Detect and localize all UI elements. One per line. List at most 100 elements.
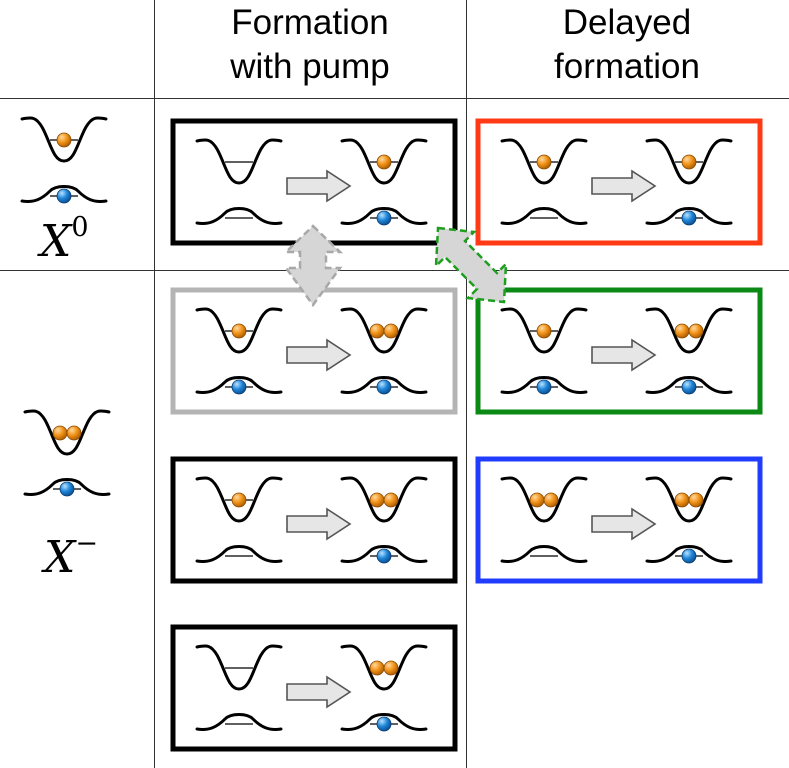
conduction-band-curve bbox=[500, 138, 588, 185]
electron-dot bbox=[231, 492, 247, 508]
conduction-band-curve bbox=[645, 138, 733, 185]
conduction-band-curve bbox=[195, 644, 283, 691]
electron-dot bbox=[674, 323, 690, 339]
right-arrow-icon bbox=[286, 675, 352, 709]
band-before-icon bbox=[500, 307, 588, 395]
hole-dot bbox=[56, 188, 72, 204]
electron-dot bbox=[674, 492, 690, 508]
right-arrow-icon bbox=[286, 507, 352, 541]
hole-dot bbox=[681, 548, 697, 564]
valence-band-curve bbox=[195, 376, 283, 394]
conduction-band-curve bbox=[645, 476, 733, 523]
right-arrow-icon bbox=[591, 507, 657, 541]
valence-band-curve bbox=[340, 376, 428, 394]
hole-dot bbox=[681, 210, 697, 226]
valence-band-curve bbox=[645, 545, 733, 563]
electron-dot bbox=[688, 323, 704, 339]
conduction-band-curve bbox=[195, 476, 283, 523]
valence-band-curve bbox=[195, 545, 283, 563]
hole-dot bbox=[59, 481, 75, 497]
label-xm-base: X bbox=[41, 532, 77, 583]
row-label-charged-exciton: X− bbox=[23, 409, 111, 583]
hole-dot bbox=[376, 210, 392, 226]
panel-pump-xm-2 bbox=[170, 456, 458, 584]
electron-dot bbox=[369, 492, 385, 508]
valence-band-curve bbox=[340, 545, 428, 563]
valence-band-curve bbox=[340, 713, 428, 731]
band-after-icon bbox=[645, 476, 733, 564]
hole-dot bbox=[376, 548, 392, 564]
electron-dot bbox=[536, 154, 552, 170]
conduction-band-curve bbox=[195, 307, 283, 354]
band-before-icon bbox=[195, 476, 283, 563]
band-after-icon bbox=[340, 307, 428, 395]
valence-band-curve bbox=[645, 207, 733, 225]
conduction-band-curve bbox=[340, 644, 428, 691]
electron-dot bbox=[383, 660, 399, 676]
electron-dot bbox=[681, 154, 697, 170]
conduction-band-curve bbox=[340, 307, 428, 354]
panel-delayed-x0 bbox=[475, 118, 763, 246]
electron-dot bbox=[529, 492, 545, 508]
hole-dot bbox=[681, 379, 697, 395]
electron-dot bbox=[66, 425, 82, 441]
band-before-icon bbox=[500, 476, 588, 563]
valence-band-curve bbox=[500, 207, 588, 225]
band-before-icon bbox=[195, 138, 283, 225]
conduction-band-curve bbox=[23, 409, 111, 456]
band-before-icon bbox=[195, 307, 283, 395]
conduction-band-curve bbox=[645, 307, 733, 354]
band-after-icon bbox=[340, 476, 428, 564]
valence-band-curve bbox=[500, 376, 588, 394]
valence-band-curve bbox=[195, 207, 283, 225]
panel-delayed-xm-1 bbox=[475, 287, 763, 415]
row-label-neutral-exciton: X0 bbox=[20, 116, 108, 267]
hole-dot bbox=[536, 379, 552, 395]
band-after-icon bbox=[340, 644, 428, 732]
electron-dot bbox=[52, 425, 68, 441]
electron-dot bbox=[383, 323, 399, 339]
header-col1-line1: Formation bbox=[231, 3, 389, 42]
header-col1-line2: with pump bbox=[229, 47, 390, 86]
electron-dot bbox=[688, 492, 704, 508]
band-after-icon bbox=[340, 138, 428, 226]
valence-band-curve bbox=[500, 545, 588, 563]
column-header-delayed-formation: Delayed formation bbox=[554, 3, 700, 86]
valence-band-curve bbox=[20, 185, 108, 203]
conduction-band-curve bbox=[500, 307, 588, 354]
electron-dot bbox=[536, 323, 552, 339]
conduction-band-curve bbox=[20, 116, 108, 163]
diagonal-double-arrow-icon bbox=[434, 226, 508, 304]
conduction-band-curve bbox=[195, 138, 283, 185]
panel-pump-xm-3 bbox=[170, 624, 458, 752]
valence-band-curve bbox=[195, 713, 283, 731]
panel-delayed-xm-2 bbox=[475, 456, 763, 584]
conduction-band-curve bbox=[340, 476, 428, 523]
header-col2-line1: Delayed bbox=[563, 3, 691, 42]
vertical-double-arrow-shape bbox=[282, 224, 344, 308]
right-arrow-icon bbox=[591, 338, 657, 372]
hole-dot bbox=[231, 379, 247, 395]
diagonal-double-arrow-shape bbox=[434, 226, 508, 304]
label-xm: X− bbox=[41, 528, 98, 583]
right-arrow-icon bbox=[286, 169, 352, 203]
conduction-band-curve bbox=[500, 476, 588, 523]
electron-dot bbox=[383, 492, 399, 508]
legend-xm-band-icon bbox=[23, 409, 111, 497]
vertical-double-arrow-icon bbox=[282, 224, 344, 308]
valence-band-curve bbox=[645, 376, 733, 394]
label-x0-base: X bbox=[37, 216, 73, 267]
band-after-icon bbox=[645, 307, 733, 395]
hole-dot bbox=[376, 379, 392, 395]
band-after-icon bbox=[645, 138, 733, 226]
legend-x0-band-icon bbox=[20, 116, 108, 204]
band-before-icon bbox=[195, 644, 283, 731]
header-col2-line2: formation bbox=[554, 47, 700, 86]
panel-pump-xm-1 bbox=[170, 287, 458, 415]
hole-dot bbox=[376, 716, 392, 732]
electron-dot bbox=[369, 660, 385, 676]
right-arrow-icon bbox=[591, 169, 657, 203]
electron-dot bbox=[543, 492, 559, 508]
